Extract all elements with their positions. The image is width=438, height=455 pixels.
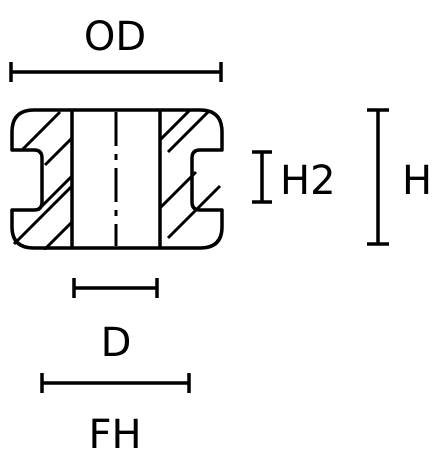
bore-walls [70,110,162,248]
h2-label: H2 [280,158,336,204]
grommet-outline [10,108,224,250]
d-label: D [101,320,132,366]
fh-label: FH [88,412,141,455]
h-label: H [402,158,432,204]
od-dimension-line [9,62,223,82]
fh-dimension-line [40,373,191,393]
right-wall-hatching [160,110,222,240]
grommet-cross-section [10,108,224,250]
d-dimension-line [72,278,159,298]
h-dimension-line [367,108,389,246]
h2-dimension-line [252,150,272,204]
od-label: OD [84,14,146,60]
left-wall-hatching [12,110,72,250]
